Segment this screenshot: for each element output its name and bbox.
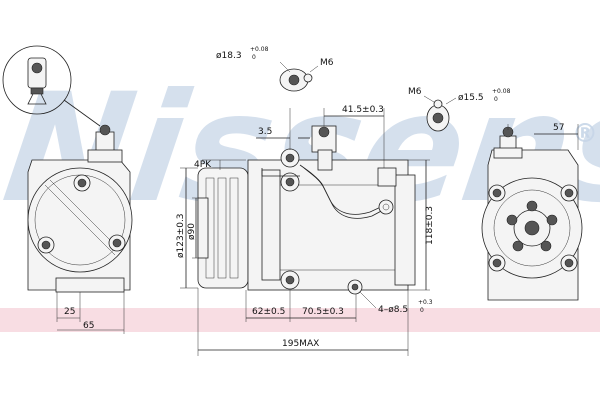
dim-side-width: 57 <box>553 123 564 133</box>
dim-fitting-left: ø18.3 <box>216 51 242 61</box>
dim-fitting-left-tol-lower: 0 <box>252 54 256 61</box>
dim-fitting-right: ø15.5 <box>458 93 484 103</box>
left-view <box>2 45 133 334</box>
dim-fitting-right-tol-upper: +0.08 <box>492 88 511 95</box>
dim-hub-dia: ø90 <box>187 223 197 240</box>
dim-overall-length: 195MAX <box>282 339 319 349</box>
center-view <box>180 108 430 356</box>
dim-holes: 4–ø8.5 <box>378 305 408 315</box>
dim-pulley-dia: ø123±0.3 <box>176 213 186 258</box>
dim-bottom-25: 25 <box>64 307 75 317</box>
dim-fitting-left-tol-upper: +0.08 <box>250 46 269 53</box>
dim-holes-tol-lower: 0 <box>420 307 424 314</box>
right-view <box>481 124 583 301</box>
dim-thread-right: M6 <box>408 87 422 97</box>
dim-thread-left: M6 <box>320 58 334 68</box>
dim-fitting-right-tol-lower: 0 <box>494 96 498 103</box>
fitting-right-detail <box>423 95 457 132</box>
dim-holes-tol-upper: +0.3 <box>418 299 433 306</box>
dim-mount-62: 62±0.5 <box>252 307 285 317</box>
fitting-left-detail <box>279 61 319 92</box>
pink-band <box>0 308 600 332</box>
dim-offset-top: 3.5 <box>258 127 272 137</box>
dim-belt: 4PK <box>194 160 212 170</box>
dim-height: 118±0.3 <box>425 206 435 245</box>
dim-bottom-65: 65 <box>83 321 94 331</box>
dim-port-spacing: 41.5±0.3 <box>342 105 384 115</box>
dim-mount-70: 70.5±0.3 <box>302 307 344 317</box>
